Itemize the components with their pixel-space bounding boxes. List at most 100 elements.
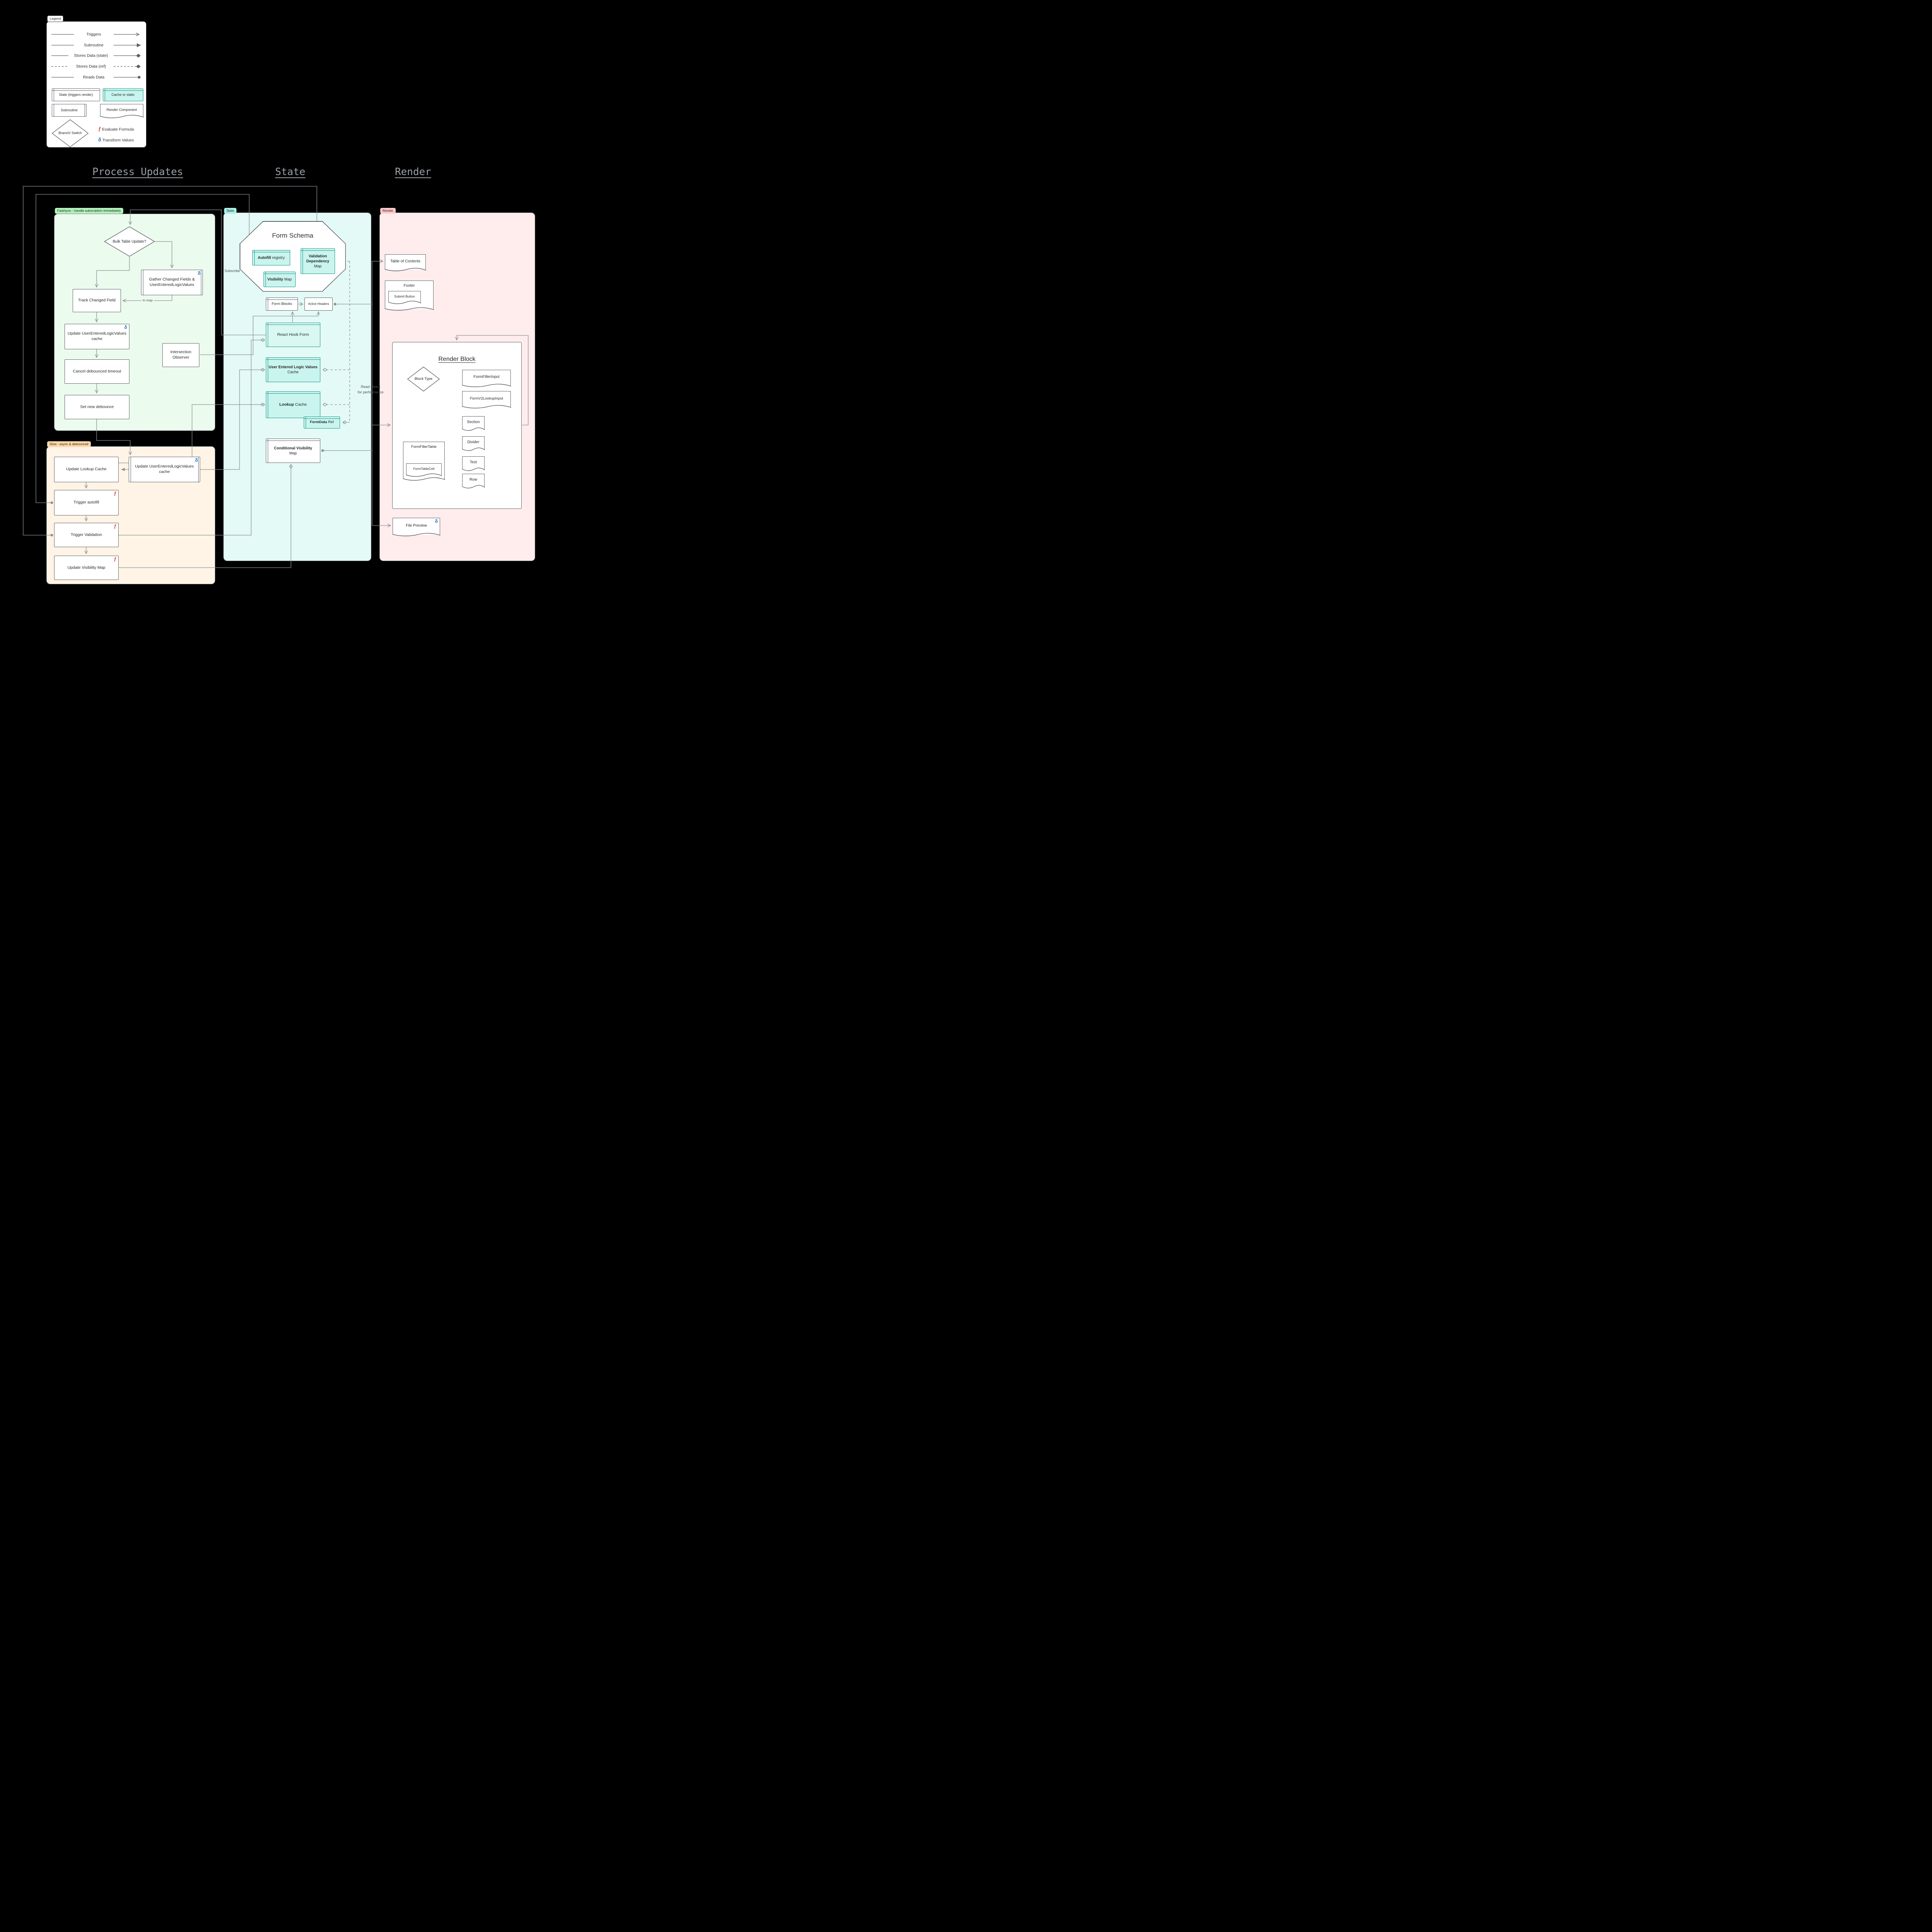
formfillertable-label: FormFillerTable <box>411 445 437 449</box>
active-headers-state: Active Headers <box>304 298 333 311</box>
fast-section-tag: Fast/sync - handle subscription immediat… <box>55 208 123 214</box>
cancel-debounced-timeout-label: Cancel debounced timeout <box>73 369 121 374</box>
set-new-debounce-label: Set new debounce <box>80 404 114 409</box>
formfillertable-component: FormFillerTable FormTableCell <box>403 442 445 479</box>
track-changed-field-node: Track Changed Field <box>73 289 121 312</box>
lookup-cache: Lookup Cache <box>266 391 320 418</box>
track-changed-field-label: Track Changed Field <box>78 298 116 303</box>
divider-component: Divider <box>462 436 485 449</box>
block-type-decision: Block Type <box>407 367 440 391</box>
legend-row-reads-data: Reads Data <box>51 74 142 81</box>
visibility-map-cache: Visibility Map <box>264 272 296 287</box>
file-preview-label: File Preview <box>406 523 427 528</box>
legend-subroutine-box-label: Subroutine <box>61 108 78 112</box>
intersection-observer-node: Intersection Observer <box>162 343 199 367</box>
heading-process-updates: Process Updates <box>92 166 183 178</box>
legend-cache-box: Cache or static <box>103 88 143 101</box>
legend-render-component-label: Render Component <box>106 107 137 112</box>
legend-evaluate-formula: ƒ Evaluate Formula <box>98 126 134 132</box>
formula-icon: ƒ <box>98 126 101 132</box>
table-of-contents-component: Table of Contents <box>385 254 426 270</box>
render-block-title: Render Block <box>438 356 476 362</box>
bulk-table-update-label: Bulk Table Update? <box>112 239 146 244</box>
formfillerinput-component: FormFillerInput <box>462 370 511 386</box>
submit-button-label: Submit Button <box>394 294 415 298</box>
legend-branch-diamond: Branch/ Switch <box>52 119 88 147</box>
row-label: Row <box>469 477 477 482</box>
update-uelv-cache-fast-node: δ Update UserEnteredLogicValues cache <box>65 324 129 349</box>
formfillerinput-label: FormFillerInput <box>473 375 500 379</box>
formdata-ref-cache: FormData Ref <box>304 417 340 429</box>
formula-icon: ƒ <box>114 524 116 529</box>
form-schema-title: Form Schema <box>272 232 313 239</box>
legend-row-triggers: Triggers <box>51 31 142 38</box>
heading-state: State <box>275 166 306 178</box>
legend-label-triggers: Triggers <box>86 32 101 37</box>
legend-state-box: State (triggers render) <box>52 88 100 101</box>
text-label: Text <box>469 460 477 464</box>
form-blocks-state: Form Blocks <box>266 298 298 311</box>
update-lookup-cache-node: Update Lookup Cache <box>54 457 119 482</box>
gather-changed-fields-label: Gather Changed Fields & UserEnteredLogic… <box>149 277 195 287</box>
slow-section-tag: Slow - async & debounced <box>47 441 91 447</box>
trigger-autofill-label: Trigger autofill <box>73 500 99 505</box>
autofill-registry-label: Autofill registry <box>258 255 285 260</box>
footer-component: Footer Submit Button <box>385 281 434 309</box>
delta-icon: δ <box>195 457 198 463</box>
legend-state-box-label: State (triggers render) <box>59 92 93 97</box>
update-visibility-map-node: ƒ Update Visibility Map <box>54 556 119 580</box>
lookup-cache-label: Lookup Cache <box>279 402 307 407</box>
cancel-debounced-timeout-node: Cancel debounced timeout <box>65 359 129 384</box>
formtablecell-component: FormTableCell <box>406 463 442 475</box>
legend-label-stores-ref: Stores Data (ref) <box>76 64 106 69</box>
update-uelv-cache-slow-node: δ Update UserEnteredLogicValues cache <box>129 457 200 482</box>
formtablecell-label: FormTableCell <box>413 467 435 471</box>
legend-label-stores-state: Stores Data (state) <box>74 53 108 58</box>
legend-transform-label: Transform Values <box>102 138 134 143</box>
visibility-map-label: Visibility Map <box>267 277 292 282</box>
set-new-debounce-node: Set new debounce <box>65 395 129 419</box>
gather-changed-fields-node: δ Gather Changed Fields & UserEnteredLog… <box>141 270 203 295</box>
in-map-label: In map <box>141 298 154 302</box>
legend-transform-values: δ Transform Values <box>98 137 134 143</box>
legend-render-component-box: Render Component <box>100 104 143 117</box>
file-preview-component: δ File Preview <box>393 518 440 535</box>
active-headers-label: Active Headers <box>308 302 329 306</box>
react-hook-form-state: React Hook Form <box>266 323 320 347</box>
formdata-ref-label: FormData Ref <box>310 420 334 425</box>
heading-render: Render <box>395 166 431 178</box>
update-uelv-cache-fast-label: Update UserEnteredLogicValues cache <box>67 331 127 341</box>
trigger-validation-label: Trigger Validation <box>70 532 102 537</box>
delta-icon: δ <box>124 325 127 330</box>
legend-label-subroutine: Subroutine <box>84 43 104 48</box>
trigger-validation-node: ƒ Trigger Validation <box>54 523 119 547</box>
legend-row-stores-ref: Stores Data (ref) <box>51 63 142 70</box>
update-visibility-map-label: Update Visibility Map <box>67 565 105 570</box>
submit-button-component: Submit Button <box>388 291 421 303</box>
render-section-tag: Render <box>380 208 396 214</box>
subscribe-label: Subscribe <box>224 269 240 273</box>
form-blocks-label: Form Blocks <box>272 301 292 306</box>
legend-row-subroutine: Subroutine <box>51 42 142 49</box>
update-lookup-cache-label: Update Lookup Cache <box>66 467 107 472</box>
legend-cache-box-label: Cache or static <box>111 92 135 97</box>
formv2lookupinput-component: FormV2LookupInput <box>462 391 511 407</box>
footer-label: Footer <box>403 284 415 288</box>
trigger-autofill-node: ƒ Trigger autofill <box>54 490 119 515</box>
formula-icon: ƒ <box>114 491 116 496</box>
legend-subroutine-box: Subroutine <box>52 104 87 117</box>
legend-branch-label: Branch/ Switch <box>58 131 82 135</box>
bulk-table-update-decision: Bulk Table Update? <box>104 226 155 257</box>
formula-icon: ƒ <box>114 556 116 562</box>
formv2lookupinput-label: FormV2LookupInput <box>469 396 503 401</box>
autofill-registry-cache: Autofill registry <box>252 250 290 265</box>
legend-formula-label: Evaluate Formula <box>102 127 134 132</box>
connector-lines <box>23 186 529 568</box>
section-label: Section <box>467 420 480 424</box>
divider-label: Divider <box>467 440 480 444</box>
